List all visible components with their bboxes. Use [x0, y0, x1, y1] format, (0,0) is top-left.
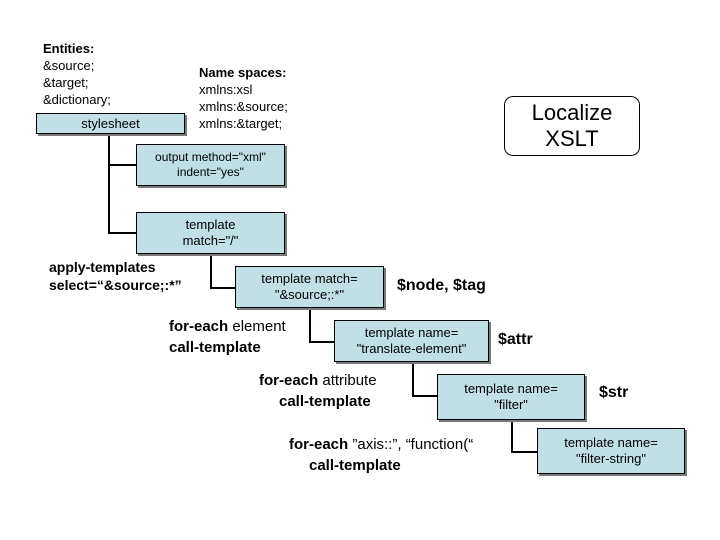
connector-to-filter — [412, 395, 438, 397]
template-root-line2: match="/" — [182, 233, 239, 248]
foreach-attribute-call: call-template — [279, 393, 371, 410]
entity-item: &target; — [43, 75, 89, 90]
filter-line2: "filter" — [494, 397, 528, 412]
translate-element-node: template name= "translate-element" — [334, 320, 489, 362]
template-source-line2: "&source;:*" — [274, 287, 345, 302]
template-root-node: template match="/" — [136, 212, 285, 254]
foreach-axis-call: call-template — [309, 457, 401, 474]
namespaces-block: Name spaces: xmlns:xsl xmlns:&source; xm… — [199, 64, 288, 132]
translate-element-line1: template name= — [364, 325, 459, 340]
connector-filter-down — [511, 420, 513, 452]
title-line2: XSLT — [545, 126, 599, 151]
stylesheet-label: stylesheet — [81, 115, 140, 131]
param-attr: $attr — [498, 331, 533, 348]
connector-to-template-root — [108, 232, 137, 234]
entity-item: &source; — [43, 58, 95, 73]
stylesheet-node: stylesheet — [36, 113, 185, 134]
foreach-element-annotation: for-each element call-template — [169, 316, 286, 358]
connector-template-source-down — [309, 308, 311, 342]
foreach-attribute-annotation: for-each attribute call-template — [259, 370, 377, 412]
filter-node: template name= "filter" — [437, 374, 585, 420]
foreach-element-keyword: for-each — [169, 318, 229, 335]
namespace-item: xmlns:xsl — [199, 82, 253, 97]
param-str: $str — [599, 384, 629, 401]
connector-translate-element-down — [412, 362, 414, 396]
foreach-axis-annotation: for-each ”axis::”, “function(“ call-temp… — [289, 434, 473, 476]
connector-to-output — [108, 164, 137, 166]
entity-item: &dictionary; — [43, 92, 111, 107]
output-node: output method="xml" indent="yes" — [136, 144, 285, 186]
filter-string-line2: "filter-string" — [576, 451, 646, 466]
output-line2: indent="yes" — [177, 165, 244, 179]
connector-template-root-down — [210, 253, 212, 288]
apply-templates-annotation: apply-templates select=“&source;:*” — [49, 258, 182, 294]
filter-string-line1: template name= — [564, 435, 658, 450]
namespace-item: xmlns:&source; — [199, 99, 288, 114]
output-line1: output method="xml" — [155, 150, 266, 164]
foreach-element-call: call-template — [169, 339, 261, 356]
connector-stylesheet-trunk — [108, 134, 110, 233]
foreach-axis-keyword: for-each — [289, 436, 349, 453]
filter-string-node: template name= "filter-string" — [537, 428, 685, 474]
template-source-line1: template match= — [261, 271, 358, 286]
namespaces-heading: Name spaces: — [199, 65, 287, 80]
translate-element-line2: "translate-element" — [356, 341, 467, 356]
template-root-line1: template — [185, 217, 236, 232]
param-node-tag: $node, $tag — [397, 277, 486, 294]
foreach-element-rest: element — [228, 318, 286, 335]
foreach-attribute-rest: attribute — [318, 372, 377, 389]
entities-heading: Entities: — [43, 41, 95, 56]
connector-to-template-source — [210, 287, 236, 289]
apply-templates-line2: select=“&source;:*” — [49, 277, 182, 293]
foreach-attribute-keyword: for-each — [259, 372, 319, 389]
connector-to-filter-string — [511, 451, 538, 453]
connector-to-translate-element — [309, 341, 335, 343]
foreach-axis-rest: ”axis::”, “function(“ — [348, 436, 474, 453]
title-box: Localize XSLT — [504, 96, 640, 156]
title-line1: Localize — [531, 100, 613, 125]
entities-block: Entities: &source; &target; &dictionary; — [43, 40, 111, 108]
apply-templates-line1: apply-templates — [49, 259, 156, 275]
template-source-node: template match= "&source;:*" — [235, 266, 384, 308]
filter-line1: template name= — [464, 381, 558, 396]
namespace-item: xmlns:&target; — [199, 116, 283, 131]
